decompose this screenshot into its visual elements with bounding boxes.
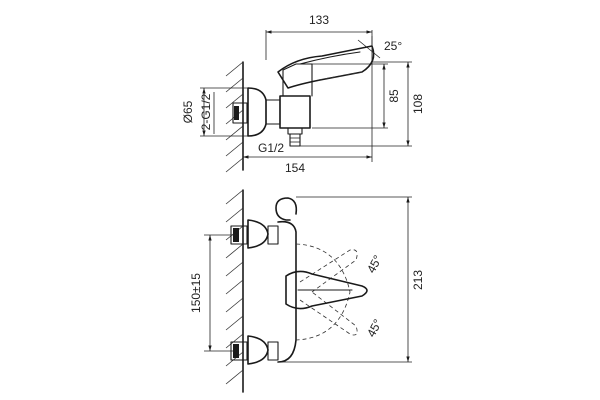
upper-inlet-front [230, 219, 279, 249]
label-150pm15: 150±15 [189, 273, 203, 313]
handle-position-up [299, 249, 358, 293]
label-d65: Ø65 [181, 100, 195, 123]
label-g12: G1/2 [258, 141, 284, 155]
mixer-body-side [265, 63, 313, 147]
dim-angle-25: 25° [357, 36, 402, 72]
inlet-pipe-side [232, 102, 248, 124]
label-133: 133 [309, 13, 329, 27]
shower-hook [275, 197, 298, 221]
mixer-body-front [277, 220, 297, 363]
dim-height-108: 108 [300, 61, 425, 147]
wall-front [225, 189, 244, 393]
label-154: 154 [285, 161, 305, 175]
label-45deg-top: 45° [364, 253, 385, 276]
dim-depth-154: 154 [242, 72, 373, 175]
front-view: 45° 45° 213 150±15 [189, 189, 425, 393]
cartridge-dome [295, 243, 351, 341]
dim-center-150: 150±15 [189, 234, 236, 352]
label-25deg: 25° [384, 39, 402, 53]
label-85: 85 [387, 89, 401, 103]
dim-height-213: 213 [278, 196, 425, 363]
label-108: 108 [411, 94, 425, 114]
label-45deg-bottom: 45° [364, 317, 385, 340]
flange-side [247, 87, 267, 137]
label-2g12: 2-G1/2 [199, 93, 213, 130]
handle-front [285, 270, 368, 310]
dim-height-85: 85 [312, 63, 401, 129]
dim-flange-65: Ø65 [181, 87, 250, 137]
side-view: 133 25° 85 108 Ø65 2- [181, 13, 425, 175]
handle-side [277, 45, 375, 89]
label-213: 213 [411, 270, 425, 290]
dim-inlet-thread: 2-G1/2 [199, 92, 215, 134]
lower-inlet-front [230, 335, 279, 365]
